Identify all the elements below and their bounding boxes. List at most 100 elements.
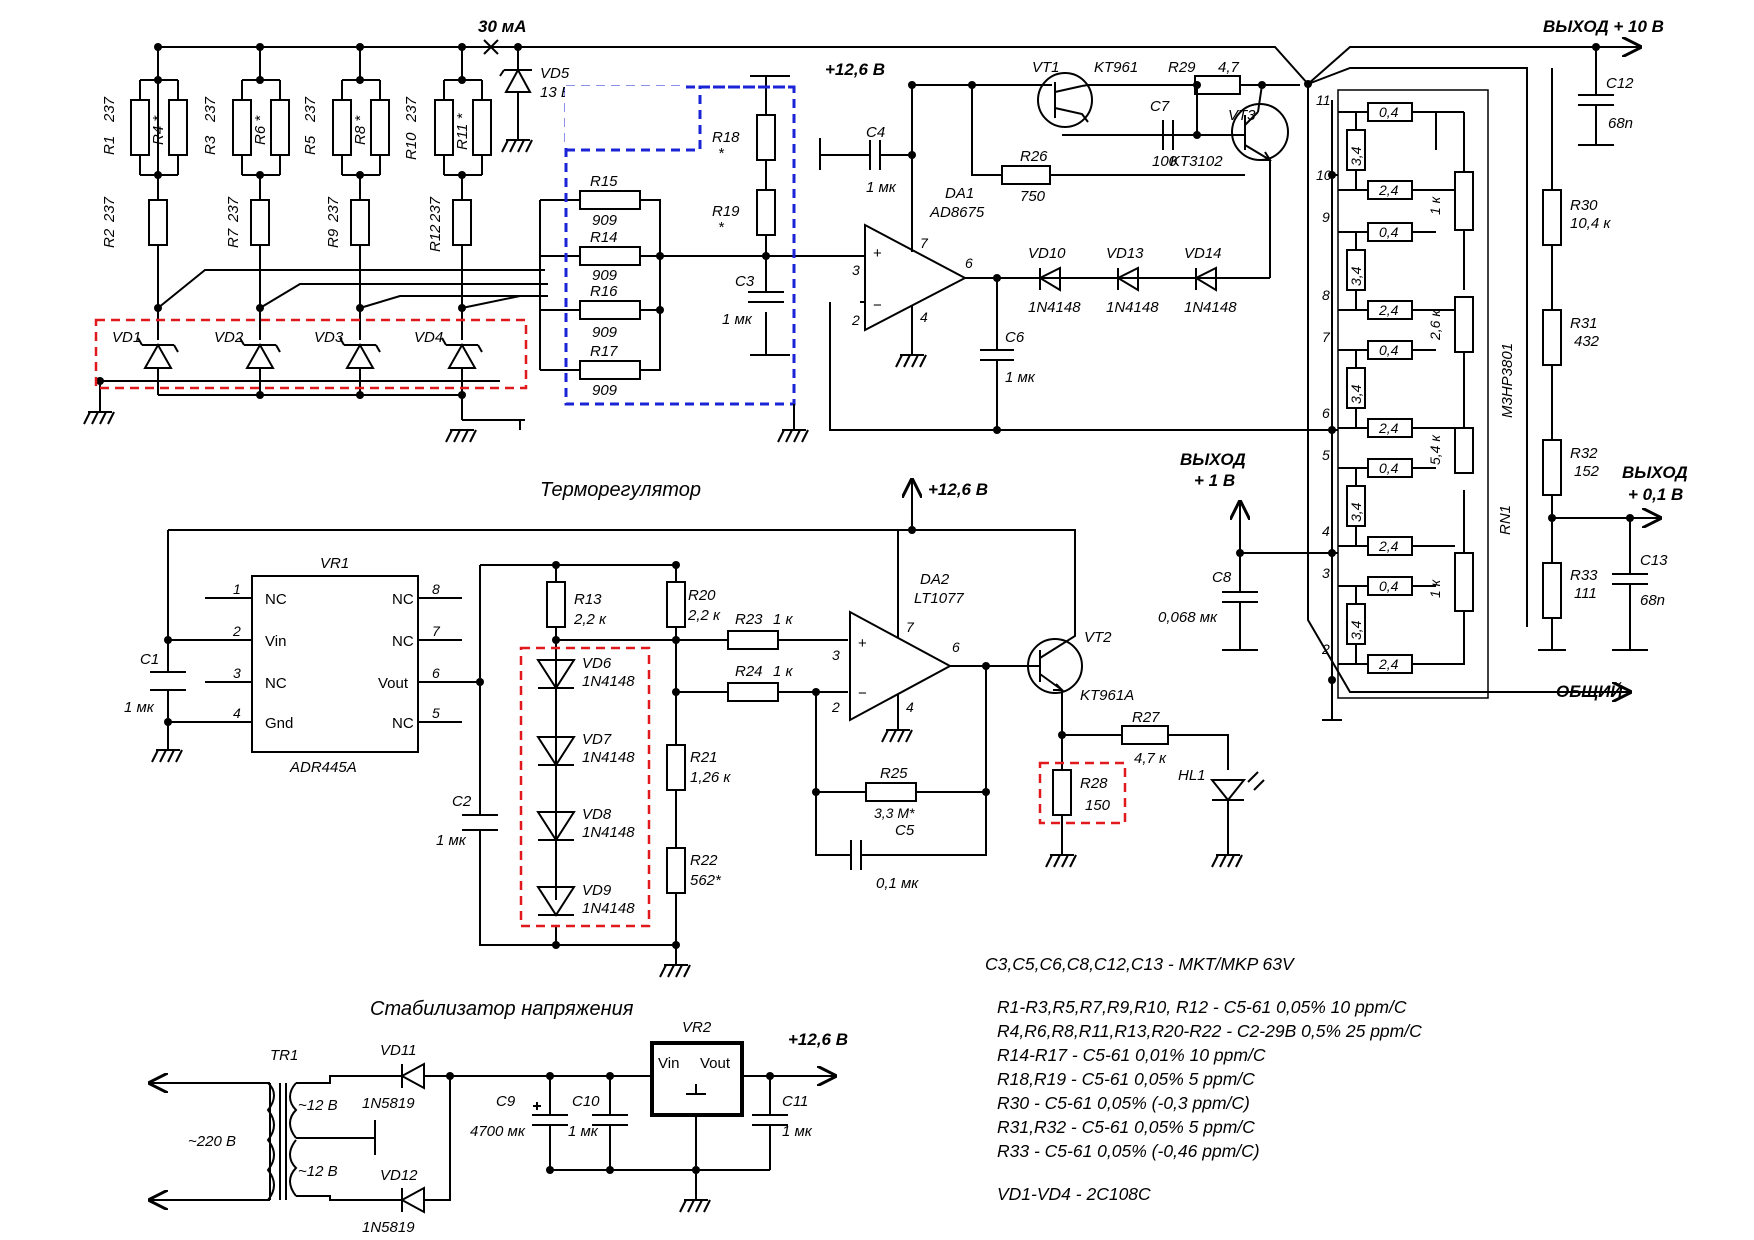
note-line: R31,R32 - C5-61 0,05% 5 ppm/C (997, 1117, 1255, 1137)
svg-text:237: 237 (302, 96, 319, 123)
svg-text:750: 750 (1020, 188, 1046, 205)
svg-text:*: * (718, 145, 725, 162)
svg-text:~12 В: ~12 В (298, 1163, 338, 1180)
svg-text:R30: R30 (1570, 197, 1598, 214)
rn1-resistor-network: 11 10 9 8 7 6 5 4 3 2 0,4 0,4 0,4 0,4 0,… (1304, 80, 1516, 699)
svg-text:R27: R27 (1132, 709, 1160, 726)
svg-text:C10: C10 (572, 1093, 600, 1110)
heater-labels: R1 237 R4 * R3 237 R6 * R5 237 R8 * R10 … (101, 96, 471, 252)
svg-text:C1: C1 (140, 651, 159, 668)
svg-text:R28: R28 (1080, 775, 1108, 792)
svg-text:R11 *: R11 * (454, 112, 471, 150)
svg-text:+ 0,1 В: + 0,1 В (1628, 485, 1683, 504)
svg-text:68n: 68n (1608, 115, 1633, 132)
svg-text:1 мк: 1 мк (1005, 369, 1036, 386)
svg-text:VD4: VD4 (414, 329, 443, 346)
svg-text:6: 6 (432, 665, 440, 681)
svg-text:C3: C3 (735, 273, 755, 290)
svg-text:3: 3 (1322, 565, 1330, 581)
svg-text:237: 237 (101, 96, 118, 123)
svg-text:HL1: HL1 (1178, 767, 1206, 784)
svg-text:R23: R23 (735, 611, 763, 628)
svg-text:1 к: 1 к (773, 663, 794, 680)
stabilizer-title: Стабилизатор напряжения (370, 998, 634, 1020)
svg-text:237: 237 (427, 196, 444, 223)
svg-text:AD8675: AD8675 (929, 204, 985, 221)
svg-text:VD13: VD13 (1106, 245, 1144, 262)
svg-text:VD5: VD5 (540, 65, 570, 82)
svg-text:5,4 к: 5,4 к (1427, 434, 1443, 465)
svg-text:VR1: VR1 (320, 555, 349, 572)
svg-text:1 мк: 1 мк (782, 1123, 813, 1140)
svg-text:3,4: 3,4 (1348, 384, 1364, 404)
svg-text:0,4: 0,4 (1379, 578, 1399, 594)
svg-text:2,6 к: 2,6 к (1427, 309, 1443, 341)
svg-text:3,4: 3,4 (1348, 620, 1364, 640)
svg-text:R15: R15 (590, 173, 618, 190)
svg-text:1 мк: 1 мк (866, 179, 897, 196)
svg-text:+: + (873, 245, 882, 262)
svg-text:Vin: Vin (265, 633, 286, 650)
svg-text:2: 2 (831, 699, 840, 715)
svg-text:0,4: 0,4 (1379, 104, 1399, 120)
svg-text:VR2: VR2 (682, 1019, 712, 1036)
svg-text:8: 8 (432, 581, 440, 597)
svg-text:10: 10 (1316, 167, 1332, 183)
note-line: R1-R3,R5,R7,R9,R10, R12 - C5-61 0,05% 10… (997, 997, 1407, 1017)
svg-text:909: 909 (592, 324, 618, 341)
svg-text:R5: R5 (302, 135, 319, 155)
svg-text:~220 В: ~220 В (188, 1133, 236, 1150)
svg-text:2,4: 2,4 (1378, 302, 1399, 318)
svg-text:9: 9 (1322, 209, 1330, 225)
svg-text:2,4: 2,4 (1378, 538, 1399, 554)
svg-text:4: 4 (920, 309, 928, 325)
svg-text:68n: 68n (1640, 592, 1665, 609)
svg-text:7: 7 (432, 623, 441, 639)
svg-text:KT3102: KT3102 (1170, 153, 1223, 170)
svg-text:VT3: VT3 (1228, 107, 1256, 124)
current-label: 30 мА (478, 17, 527, 36)
svg-text:2,4: 2,4 (1378, 420, 1399, 436)
svg-text:R32: R32 (1570, 445, 1598, 462)
svg-text:11: 11 (1316, 92, 1331, 108)
svg-text:2: 2 (851, 312, 860, 328)
svg-text:0,4: 0,4 (1379, 342, 1399, 358)
svg-text:R3: R3 (202, 135, 219, 155)
c12-capacitor: C12 68n (1578, 43, 1634, 146)
svg-text:C7: C7 (1150, 98, 1170, 115)
svg-text:VT1: VT1 (1032, 59, 1060, 76)
svg-text:5: 5 (1322, 447, 1330, 463)
note-line: VD1-VD4 - 2C108C (997, 1184, 1151, 1204)
svg-text:R7: R7 (225, 228, 242, 248)
svg-text:Vout: Vout (700, 1055, 731, 1072)
svg-text:4,7 к: 4,7 к (1134, 750, 1167, 767)
note-line: R14-R17 - C5-61 0,01% 10 ppm/C (997, 1045, 1266, 1065)
svg-text:ВЫХОД: ВЫХОД (1180, 450, 1246, 469)
svg-text:R31: R31 (1570, 315, 1598, 332)
svg-text:1N4148: 1N4148 (582, 824, 635, 841)
svg-text:C13: C13 (1640, 552, 1668, 569)
svg-text:6: 6 (952, 639, 960, 655)
svg-text:R29: R29 (1168, 59, 1196, 76)
svg-text:909: 909 (592, 267, 618, 284)
note-line: R18,R19 - C5-61 0,05% 5 ppm/C (997, 1069, 1255, 1089)
svg-text:VD1: VD1 (112, 329, 141, 346)
svg-text:C4: C4 (866, 124, 885, 141)
svg-text:R1: R1 (101, 136, 118, 155)
svg-text:237: 237 (225, 196, 242, 223)
svg-text:ADR445A: ADR445A (289, 759, 357, 776)
svg-text:R16: R16 (590, 283, 618, 300)
svg-text:VD2: VD2 (214, 329, 244, 346)
svg-text:7: 7 (920, 235, 929, 251)
svg-text:8: 8 (1322, 287, 1330, 303)
svg-text:R25: R25 (880, 765, 908, 782)
svg-text:1N5819: 1N5819 (362, 1095, 415, 1112)
svg-text:100: 100 (1152, 153, 1178, 170)
svg-text:R4 *: R4 * (150, 115, 167, 145)
note-line: C3,C5,C6,C8,C12,C13 - MKT/MKP 63V (985, 954, 1296, 974)
output-10v-label: ВЫХОД + 10 В (1543, 17, 1664, 36)
svg-text:R13: R13 (574, 591, 602, 608)
